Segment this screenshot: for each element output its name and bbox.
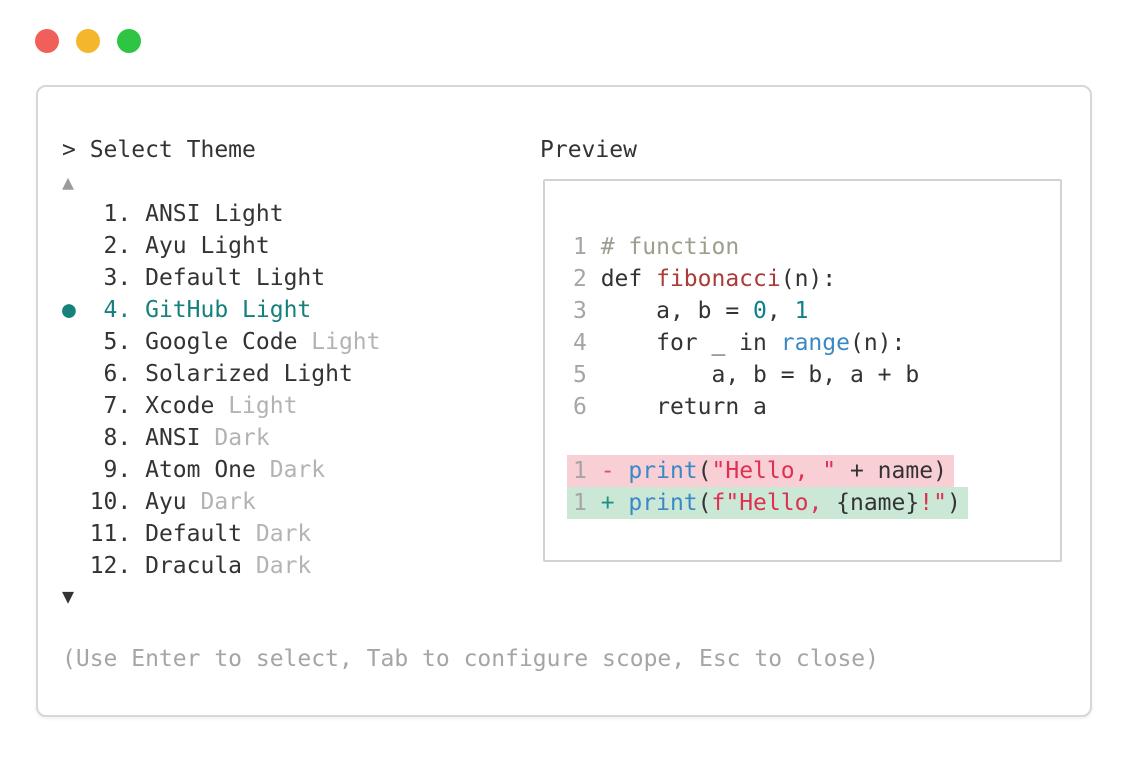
preview-code: 1 # function 2 def fibonacci(n): 3 a, b = … (545, 181, 968, 519)
theme-variant: Light (228, 393, 298, 419)
diff-line-add: 1 + print(f"Hello, {name}!") (567, 487, 968, 519)
theme-option[interactable]: 10. Ayu Dark (62, 486, 381, 518)
theme-name: Default (145, 521, 256, 547)
theme-name: Google Code (145, 329, 312, 355)
theme-number: 2. (89, 233, 146, 259)
scroll-up-icon[interactable]: ▲ (62, 170, 75, 194)
bullet-placeholder (62, 265, 90, 291)
selected-bullet-icon: ● (62, 297, 90, 323)
theme-number: 1. (89, 201, 146, 227)
theme-number: 9. (89, 457, 146, 483)
theme-number: 6. (89, 361, 146, 387)
theme-option[interactable]: 6. Solarized Light (62, 358, 381, 390)
theme-option[interactable]: 5. Google Code Light (62, 326, 381, 358)
theme-number: 5. (89, 329, 146, 355)
zoom-button[interactable] (117, 29, 141, 53)
line-number: 1 (573, 234, 601, 260)
theme-option[interactable]: 9. Atom One Dark (62, 454, 381, 486)
theme-picker-panel: > Select Theme ▲ 1. ANSI Light 2. Ayu Li… (36, 85, 1092, 717)
line-number: 1 (573, 458, 601, 484)
bullet-placeholder (62, 457, 90, 483)
theme-option[interactable]: ● 4. GitHub Light (62, 294, 381, 326)
code-line: 6 return a (573, 394, 767, 420)
theme-variant: Dark (200, 489, 256, 515)
theme-variant: Dark (269, 457, 326, 483)
line-number: 6 (573, 394, 601, 420)
theme-variant: Dark (255, 553, 312, 579)
theme-name: Solarized Light (145, 361, 353, 387)
theme-number: 8. (89, 425, 146, 451)
blank-line (567, 423, 968, 455)
theme-option[interactable]: 7. Xcode Light (62, 390, 381, 422)
code-line: 2 def fibonacci(n): (573, 266, 837, 292)
theme-name: Default Light (145, 265, 326, 291)
theme-number: 7. (89, 393, 146, 419)
theme-number: 12. (89, 553, 146, 579)
theme-variant: Light (311, 329, 381, 355)
theme-option[interactable]: 3. Default Light (62, 262, 381, 294)
theme-number: 11. (89, 521, 146, 547)
traffic-lights (35, 29, 141, 53)
theme-name: ANSI (145, 425, 215, 451)
line-number: 1 (573, 490, 601, 516)
theme-name: ANSI Light (145, 201, 284, 227)
theme-option[interactable]: 1. ANSI Light (62, 198, 381, 230)
theme-list: 1. ANSI Light 2. Ayu Light 3. Default Li… (62, 198, 381, 582)
bullet-placeholder (62, 233, 90, 259)
select-theme-prompt: > Select Theme (62, 137, 256, 163)
theme-option[interactable]: 8. ANSI Dark (62, 422, 381, 454)
code-line: 1 # function (573, 234, 740, 260)
line-number: 4 (573, 330, 601, 356)
theme-name: GitHub Light (145, 297, 312, 323)
theme-variant: Dark (255, 521, 312, 547)
code-line: 5 a, b = b, a + b (573, 362, 920, 388)
theme-name: Atom One (145, 457, 270, 483)
theme-number: 4. (89, 297, 146, 323)
theme-name: Ayu (145, 489, 201, 515)
theme-option[interactable]: 12. Dracula Dark (62, 550, 381, 582)
line-number: 5 (573, 362, 601, 388)
theme-name: Dracula (145, 553, 256, 579)
bullet-placeholder (62, 361, 90, 387)
bullet-placeholder (62, 201, 90, 227)
diff-line-del: 1 - print("Hello, " + name) (567, 455, 968, 487)
theme-name: Xcode (145, 393, 229, 419)
bullet-placeholder (62, 329, 90, 355)
code-line: 3 a, b = 0, 1 (573, 298, 809, 324)
bullet-placeholder (62, 553, 90, 579)
theme-option[interactable]: 2. Ayu Light (62, 230, 381, 262)
preview-pane: 1 # function 2 def fibonacci(n): 3 a, b = … (543, 179, 1062, 562)
bullet-placeholder (62, 425, 90, 451)
scroll-down-icon[interactable]: ▼ (62, 584, 75, 608)
line-number: 3 (573, 298, 601, 324)
theme-number: 10. (89, 489, 146, 515)
bullet-placeholder (62, 521, 90, 547)
footer-hint: (Use Enter to select, Tab to configure s… (62, 646, 879, 672)
bullet-placeholder (62, 393, 90, 419)
theme-name: Ayu Light (145, 233, 270, 259)
theme-number: 3. (89, 265, 146, 291)
line-number: 2 (573, 266, 601, 292)
close-button[interactable] (35, 29, 59, 53)
minimize-button[interactable] (76, 29, 100, 53)
theme-variant: Dark (214, 425, 270, 451)
code-line: 4 for _ in range(n): (573, 330, 906, 356)
preview-title: Preview (540, 137, 637, 163)
bullet-placeholder (62, 489, 90, 515)
theme-option[interactable]: 11. Default Dark (62, 518, 381, 550)
